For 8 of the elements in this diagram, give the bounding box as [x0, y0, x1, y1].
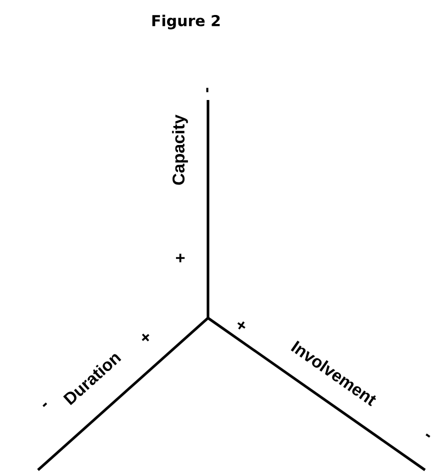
axis-sign: -: [206, 88, 208, 92]
figure-title: Figure 2: [152, 14, 220, 30]
axis-sign: +: [176, 254, 185, 262]
axis-sign: -: [426, 434, 430, 438]
axis-sign: +: [142, 334, 150, 342]
axis-sign: -: [42, 402, 48, 407]
axis-sign: +: [237, 321, 246, 330]
axis-label: Capacity: [172, 114, 188, 185]
